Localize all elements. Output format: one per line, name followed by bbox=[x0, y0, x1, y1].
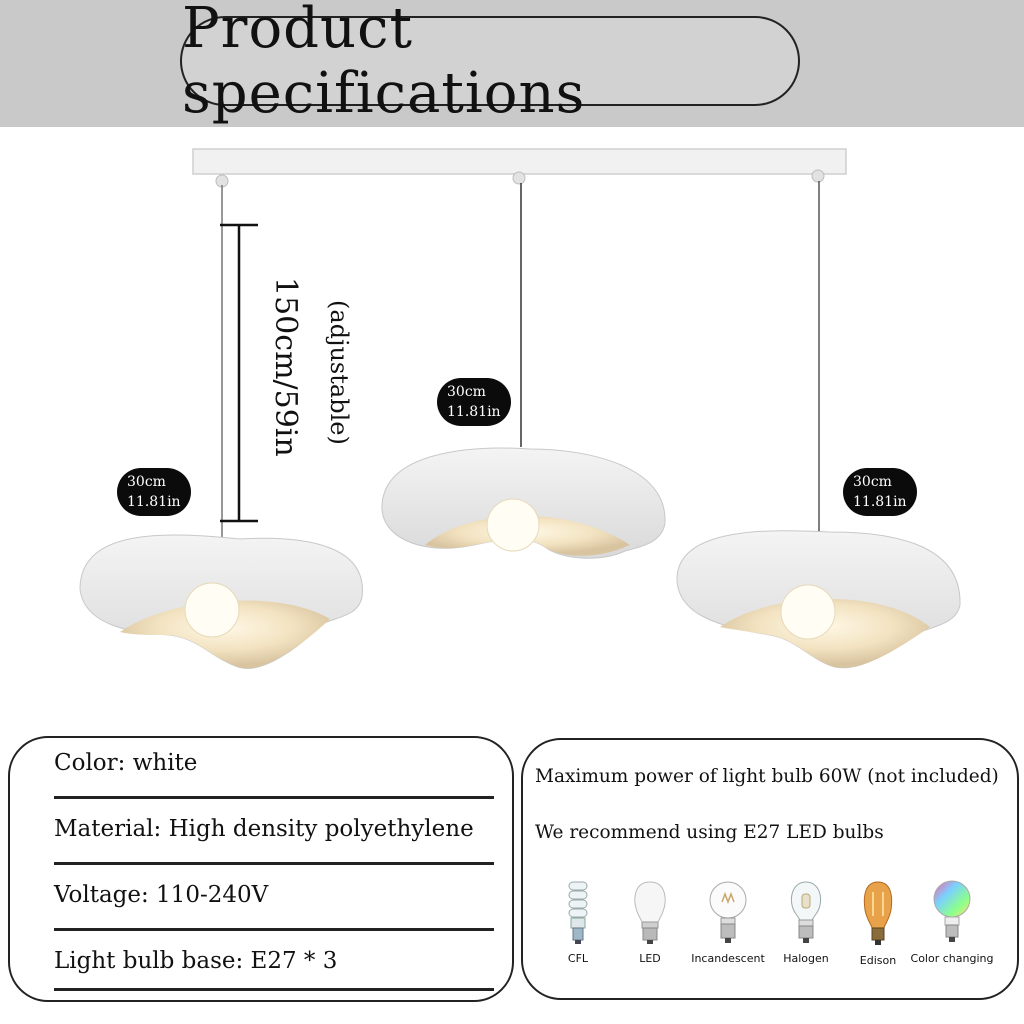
shade-right bbox=[676, 530, 961, 669]
bulb-info-box: Maximum power of light bulb 60W (not inc… bbox=[521, 738, 1019, 1000]
spec-voltage: Voltage: 110-240V bbox=[54, 882, 269, 908]
cfl-bulb-icon bbox=[568, 881, 588, 944]
bulb-edison: Edison bbox=[833, 880, 923, 967]
header-banner: Product specifications bbox=[0, 0, 1024, 127]
bulb-cfl: CFL bbox=[533, 880, 623, 965]
recommend-text: We recommend using E27 LED bulbs bbox=[535, 822, 884, 843]
max-power-text: Maximum power of light bulb 60W (not inc… bbox=[535, 766, 999, 787]
incandescent-bulb-icon bbox=[709, 881, 747, 943]
led-bulb-icon bbox=[634, 881, 666, 944]
edison-bulb-icon bbox=[863, 881, 893, 945]
shade-left bbox=[79, 534, 363, 669]
shade-middle bbox=[381, 447, 666, 559]
page-title: Product specifications bbox=[180, 0, 800, 126]
spec-divider bbox=[54, 796, 494, 799]
bulb-halogen: Halogen bbox=[761, 880, 851, 965]
spec-divider bbox=[54, 928, 494, 931]
spec-divider bbox=[54, 862, 494, 865]
color-changing-bulb-icon bbox=[933, 880, 971, 942]
pendant-lamp-illustration bbox=[79, 148, 961, 669]
specs-box: Color: white Material: High density poly… bbox=[8, 736, 514, 1002]
bulb-led: LED bbox=[605, 880, 695, 965]
bulb-incandescent: Incandescent bbox=[683, 880, 773, 965]
cable-length-label: 150cm/59in bbox=[268, 277, 303, 457]
spec-material: Material: High density polyethylene bbox=[54, 816, 474, 842]
ceiling-canopy bbox=[192, 148, 847, 175]
spec-color: Color: white bbox=[54, 750, 198, 776]
spec-bulb-base: Light bulb base: E27 * 3 bbox=[54, 948, 338, 974]
spec-divider bbox=[54, 988, 494, 991]
bulb-color-changing: Color changing bbox=[907, 880, 997, 965]
adjustable-note: (adjustable) bbox=[325, 300, 353, 445]
halogen-bulb-icon bbox=[790, 881, 822, 943]
cable-length-dimension bbox=[220, 223, 258, 523]
